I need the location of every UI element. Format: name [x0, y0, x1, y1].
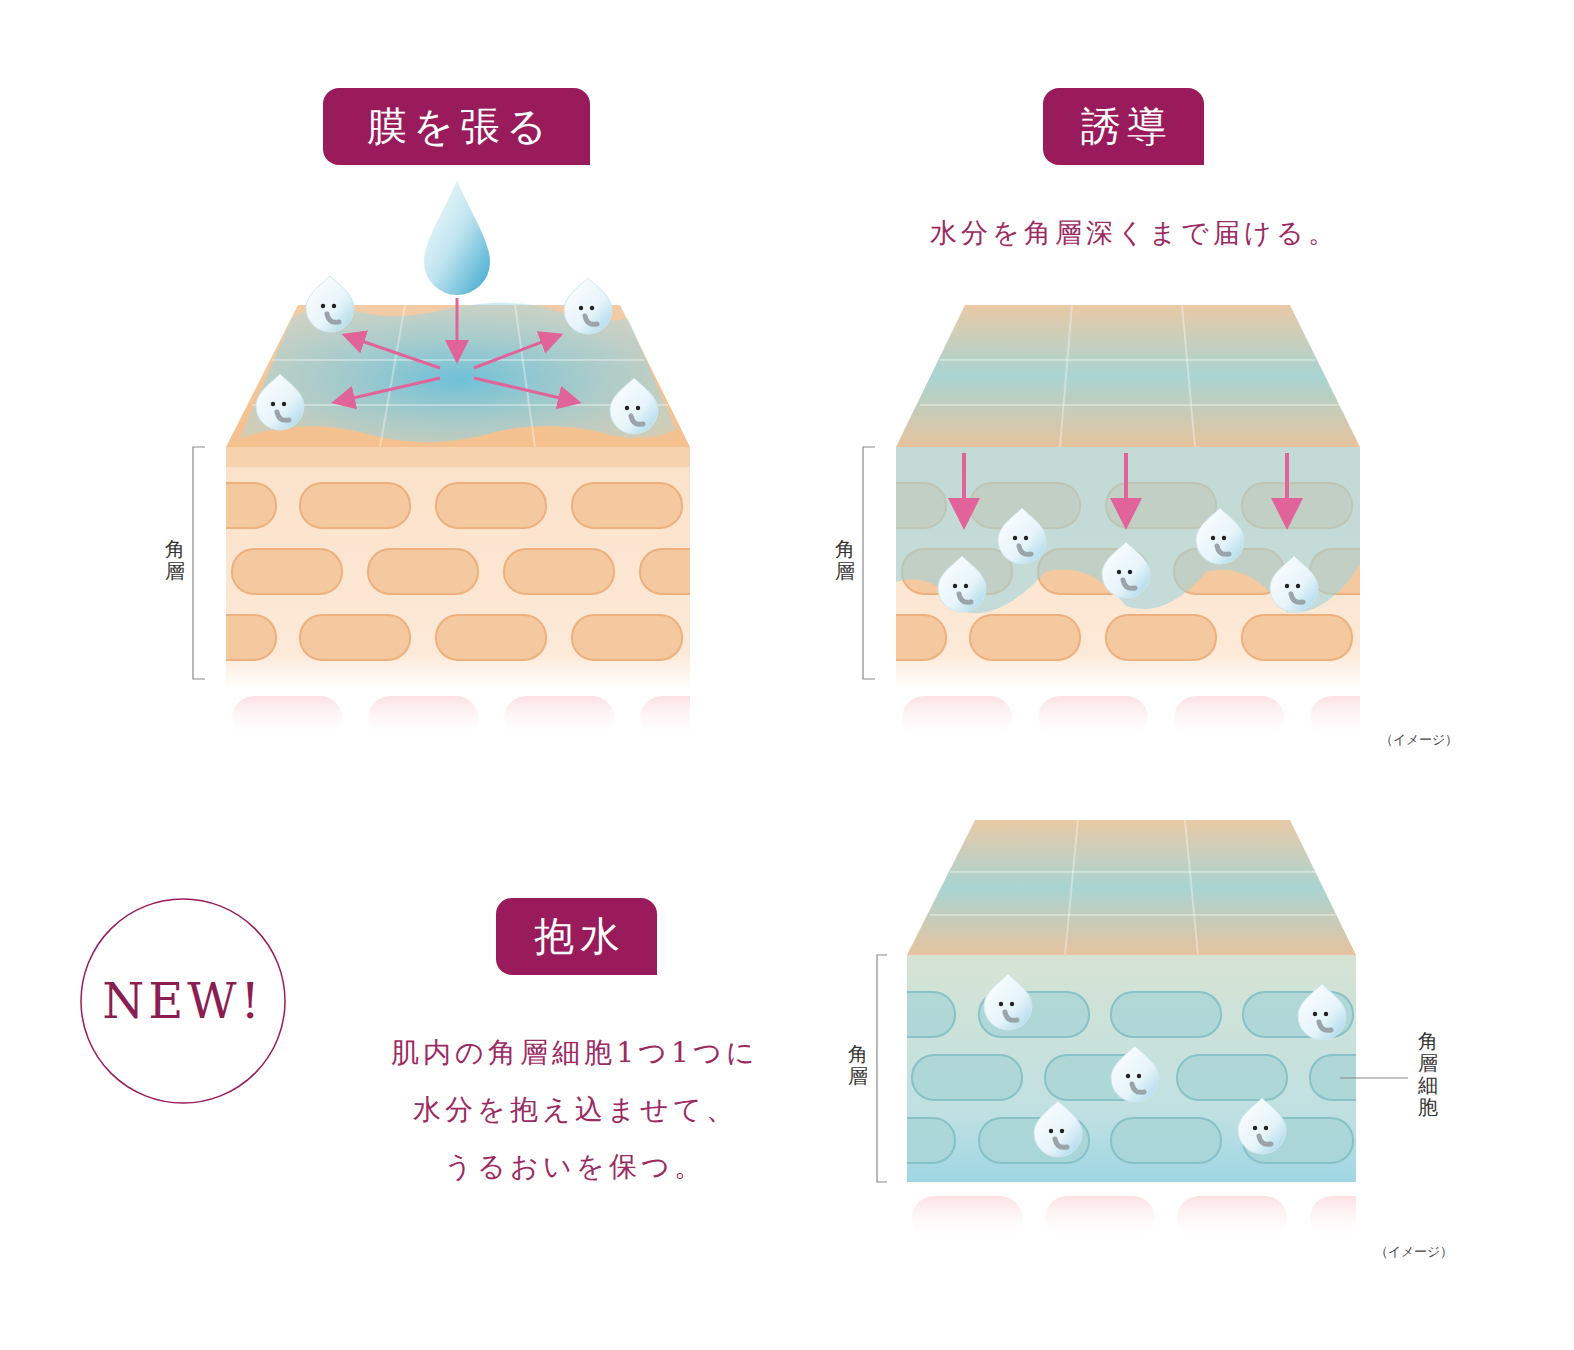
layer-label: 角層細胞	[1418, 1030, 1438, 1118]
layer-label: 角層	[165, 538, 185, 582]
description-text: 肌内の角層細胞1つ1つに 水分を抱え込ませて、 うるおいを保つ。	[355, 1024, 795, 1195]
badge-text: NEW!	[102, 973, 264, 1029]
new-badge: NEW!	[80, 898, 286, 1104]
image-note: （イメージ）	[1375, 1243, 1453, 1261]
tab-title: 誘導	[1075, 99, 1173, 154]
layer-label: 角層	[848, 1043, 868, 1087]
description-text: 水分を角層深くまで届ける。	[904, 215, 1364, 251]
tab-title: 抱水	[528, 909, 626, 964]
title-tab: 膜を張る	[323, 88, 590, 165]
title-tab: 誘導	[1043, 88, 1204, 165]
image-note: （イメージ）	[1380, 731, 1458, 749]
tab-title: 膜を張る	[361, 99, 553, 154]
layer-label: 角層	[835, 538, 855, 582]
title-tab: 抱水	[496, 898, 657, 975]
badge-ring	[81, 899, 285, 1103]
